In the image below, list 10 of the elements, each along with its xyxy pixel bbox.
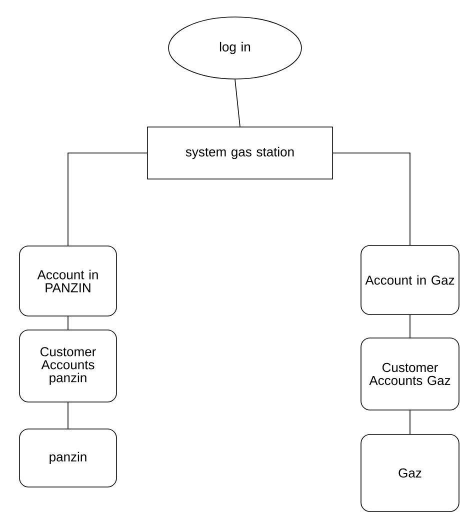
- system-box: system gas station: [147, 126, 333, 180]
- process-box: Account in Gaz: [360, 245, 460, 315]
- connector-line: [234, 79, 240, 127]
- connector-line: [68, 152, 148, 246]
- process-box: Gaz: [360, 434, 460, 512]
- connector-line: [332, 152, 410, 246]
- process-box: Account in PANZIN: [19, 246, 117, 316]
- process-box: panzin: [19, 428, 117, 488]
- process-box: Customer Accounts panzin: [19, 330, 117, 402]
- process-box: Customer Accounts Gaz: [360, 338, 460, 410]
